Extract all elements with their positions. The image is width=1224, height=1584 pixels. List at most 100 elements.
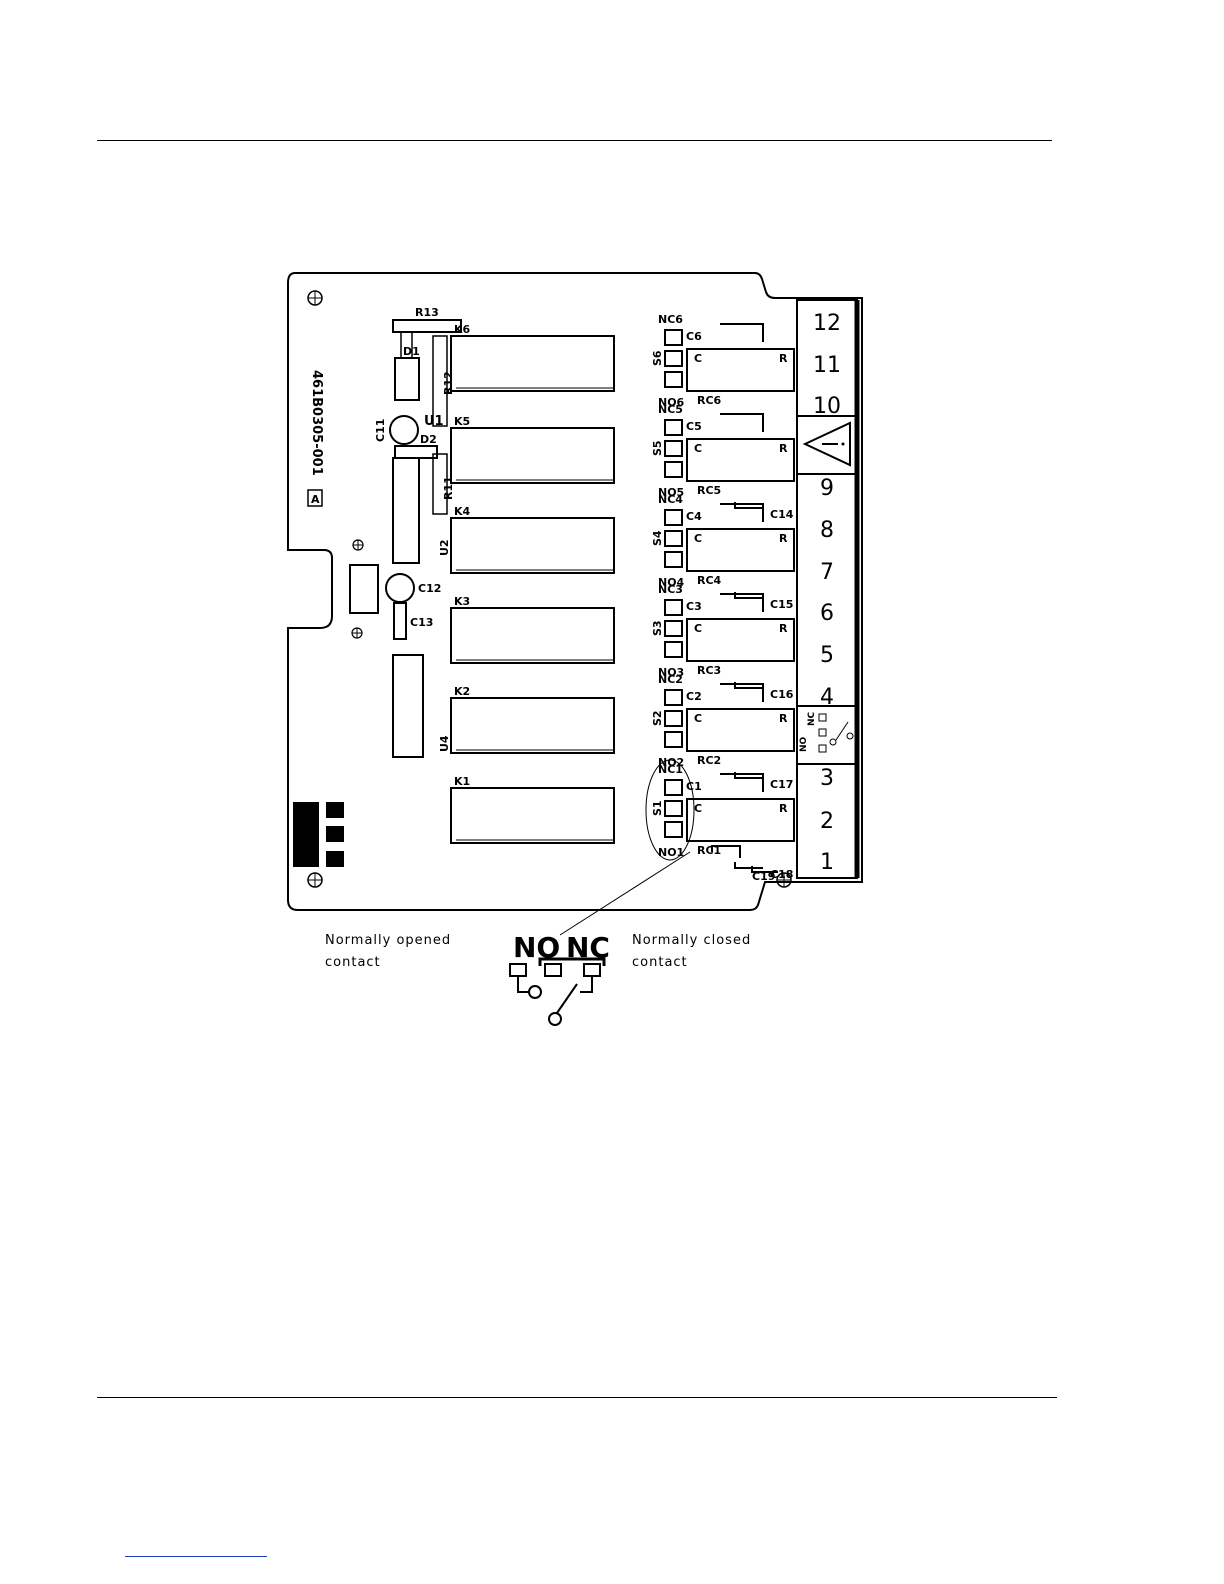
relay-r-label: R (779, 352, 788, 365)
contact-pad (664, 419, 683, 436)
relay-k3 (450, 607, 615, 664)
nc-label: NC2 (658, 673, 683, 686)
terminal-7: 7 (820, 560, 834, 585)
d2-label: D2 (420, 433, 437, 446)
mounting-hole-icon (776, 872, 792, 888)
u4-label: U4 (438, 735, 451, 752)
normally-closed-label: Normally closed contact (632, 930, 751, 974)
cap-label: C3 (686, 600, 702, 613)
rc-label: RC1 (697, 844, 721, 857)
snubber-cap-label: C16 (770, 688, 794, 701)
relay-r-label: R (779, 532, 788, 545)
cap-label: C2 (686, 690, 702, 703)
regulator (349, 564, 379, 614)
cap-label: C1 (686, 780, 702, 793)
callout-ellipse (645, 759, 695, 861)
relay-label-k1: K1 (454, 775, 470, 788)
s-label: S5 (651, 440, 664, 456)
resistor-r13 (392, 319, 462, 333)
revision-box (307, 489, 323, 507)
resistor-r12 (432, 335, 448, 427)
contact-pad (664, 710, 683, 727)
no-label: NO5 (658, 486, 684, 499)
relay-contact-box (686, 528, 795, 572)
cap-label: C4 (686, 510, 702, 523)
capacitor-c12 (385, 573, 415, 603)
mounting-hole-icon (352, 539, 364, 551)
snubber-cap-label: C15 (770, 598, 793, 611)
bottom-rule (97, 1397, 1057, 1398)
relay-label-k6: K6 (454, 323, 471, 336)
nc-label: NC3 (658, 583, 683, 596)
rc-label: RC3 (697, 664, 721, 677)
nc-label: NC4 (658, 493, 683, 506)
terminal-12: 12 (813, 311, 841, 336)
warning-triangle-icon (802, 421, 851, 467)
no-label: NO4 (658, 576, 685, 589)
relay-contact-box (686, 798, 795, 842)
relay-c-label: C (694, 712, 702, 725)
switch-symbol-icon: NO NC (799, 711, 854, 753)
c13-label: C13 (410, 616, 433, 629)
relay-contact-box (686, 618, 795, 662)
r13-label: R13 (415, 306, 439, 319)
contact-pad (664, 371, 683, 388)
diode-d2 (394, 445, 438, 459)
normally-opened-label: Normally opened contact (325, 930, 451, 974)
u1-label: U1 (424, 414, 444, 429)
terminal-5: 5 (820, 643, 834, 668)
connector-block (293, 802, 319, 867)
cap-label: C6 (686, 330, 702, 343)
r11-label: R11 (442, 476, 455, 500)
relay-k6 (450, 335, 615, 392)
contact-pad (664, 821, 683, 838)
contact-pad (664, 620, 683, 637)
capacitor-c13 (393, 602, 407, 640)
relay-c-label: C (694, 352, 702, 365)
terminal-1: 1 (820, 850, 834, 875)
no-label: NO2 (658, 756, 684, 769)
snubber-cap-label: C17 (770, 778, 793, 791)
s-label: S6 (651, 350, 664, 366)
terminal-no-label: NO (799, 736, 809, 752)
relay-r-label: R (779, 802, 788, 815)
ic-u2 (392, 457, 420, 564)
rc-label: RC6 (697, 394, 722, 407)
rc-label: RC2 (697, 754, 721, 767)
capacitor-c11 (389, 415, 419, 445)
relay-c-label: C (694, 802, 702, 815)
contact-pad (664, 530, 683, 547)
s-label: S2 (651, 710, 664, 726)
terminal-9: 9 (820, 476, 834, 501)
terminal-6: 6 (820, 601, 834, 626)
normally-opened-line2: contact (325, 955, 381, 970)
relay-contact-box (686, 438, 795, 482)
terminal-8: 8 (820, 518, 834, 543)
relay-r-label: R (779, 622, 788, 635)
nc-label: NC5 (658, 403, 683, 416)
terminal-3: 3 (820, 766, 834, 791)
no-label: NO6 (658, 396, 685, 409)
cap-label: C5 (686, 420, 702, 433)
terminal-2: 2 (820, 809, 834, 834)
relay-c-label: C (694, 622, 702, 635)
relay-r-label: R (779, 442, 788, 455)
snubber-cap2-label: C19 (752, 870, 775, 883)
normally-closed-line1: Normally closed (632, 933, 752, 948)
contact-pad (664, 779, 683, 796)
connector-pin (326, 802, 344, 818)
relay-label-k4: K4 (454, 505, 471, 518)
diode-d1 (394, 357, 420, 401)
relay-c-label: C (694, 442, 702, 455)
no-label: NO1 (658, 846, 684, 859)
footer-link-underline[interactable] (125, 1556, 267, 1557)
terminal-10: 10 (813, 394, 841, 419)
relay-c-label: C (694, 532, 702, 545)
revision-label: A (311, 493, 320, 506)
s-label: S1 (651, 800, 664, 816)
